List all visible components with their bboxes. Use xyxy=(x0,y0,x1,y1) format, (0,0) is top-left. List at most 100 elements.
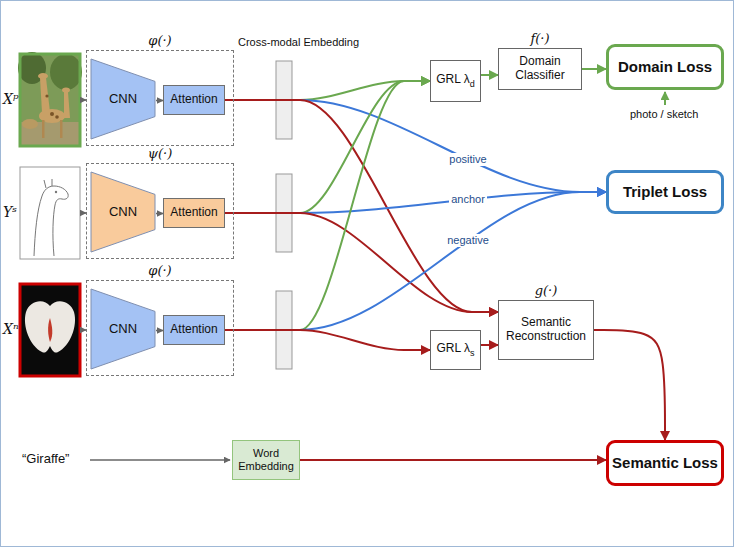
giraffe-leg xyxy=(42,120,45,138)
connector-arrow xyxy=(481,344,498,346)
object-detail xyxy=(48,318,52,342)
object-shape xyxy=(25,301,75,352)
loss-box: Domain Loss xyxy=(606,44,724,90)
box-text: CNN xyxy=(109,92,137,107)
sketch-giraffe-outline xyxy=(34,186,68,256)
box-text: Semantic Loss xyxy=(612,454,718,471)
input-symbol: Xⁿ xyxy=(3,321,19,337)
box-text: Attention xyxy=(170,206,217,220)
encoder-group: CNNAttentionψ(·) xyxy=(86,163,234,259)
giraffe-spot xyxy=(45,94,48,97)
grl-box: GRL λd xyxy=(430,60,481,102)
grl-box: GRL λs xyxy=(430,330,481,370)
edge-label: positive xyxy=(447,153,488,166)
sketch-giraffe-horns xyxy=(44,179,52,188)
box-label: CNN xyxy=(109,321,137,336)
internal-arrow xyxy=(156,213,163,215)
connector-arrow xyxy=(225,330,430,350)
photo-background xyxy=(20,284,80,376)
sketch-frame xyxy=(20,167,80,259)
cnn-trapezoid: CNN xyxy=(91,59,155,139)
connector-arrow xyxy=(225,81,430,100)
edge-label: negative xyxy=(445,234,491,247)
box-label: Domain Loss xyxy=(618,58,712,75)
trapezoid-outline xyxy=(91,289,155,369)
giraffe-spot xyxy=(50,112,54,116)
loss-box: Semantic Loss xyxy=(606,440,724,486)
function-label: ψ(·) xyxy=(57,146,263,161)
giraffe-leg xyxy=(60,120,63,138)
box-text: Attention xyxy=(170,323,217,337)
photo-border xyxy=(20,284,80,376)
box-text: Word Embedding xyxy=(236,447,296,472)
input-arrow xyxy=(90,459,230,461)
cnn-trapezoid: CNN xyxy=(91,172,155,252)
box-text: Semantic Reconstruction xyxy=(502,316,590,344)
classifier-box: f(·)Domain Classifier xyxy=(498,48,582,90)
input-symbol: Yˢ xyxy=(3,204,17,220)
connector-arrow xyxy=(225,81,430,330)
connector-arrow xyxy=(225,100,498,312)
box-text: Triplet Loss xyxy=(623,183,707,200)
box-label: Attention xyxy=(170,205,217,219)
box-label: Attention xyxy=(170,92,217,106)
subscript: s xyxy=(470,348,475,358)
box-label: CNN xyxy=(109,204,137,219)
giraffe-spot xyxy=(55,115,59,119)
reconstruction-box: g(·)Semantic Reconstruction xyxy=(498,300,594,360)
encoder-group: CNNAttentionφ(·) xyxy=(86,50,234,146)
box-text: GRL λd xyxy=(436,73,475,89)
box-text: Domain Loss xyxy=(618,58,712,75)
box-text: GRL λs xyxy=(436,342,474,358)
connector-arrow xyxy=(225,100,606,192)
connector-arrow xyxy=(594,330,665,440)
annotation: photo / sketch xyxy=(630,108,699,120)
function-label: φ(·) xyxy=(57,33,263,48)
encoder-group: CNNAttentionφ(·) xyxy=(86,280,234,376)
internal-arrow xyxy=(156,100,163,102)
box-text: Domain Classifier xyxy=(502,55,578,83)
box-label: Word Embedding xyxy=(238,447,294,472)
giraffe-neck xyxy=(40,78,50,112)
edge-label: anchor xyxy=(449,193,487,206)
connector-arrow xyxy=(300,459,606,461)
photo-border xyxy=(20,54,80,146)
function-label: f(·) xyxy=(469,31,611,46)
attention-box: Attention xyxy=(163,85,225,115)
cnn-trapezoid: CNN xyxy=(91,289,155,369)
giraffe-head xyxy=(38,73,48,79)
box-text: Attention xyxy=(170,93,217,107)
connector-arrow xyxy=(481,74,498,76)
internal-arrow xyxy=(156,330,163,332)
tree-foliage xyxy=(50,54,82,90)
trapezoid-outline xyxy=(91,172,155,252)
box-label: Attention xyxy=(170,322,217,336)
connector-arrow xyxy=(582,68,606,70)
input-symbol: Xᵖ xyxy=(3,91,19,107)
connector-arrow xyxy=(225,81,430,213)
box-label: Domain Classifier xyxy=(515,54,564,82)
subscript: d xyxy=(470,79,475,89)
annotation: Cross-modal Embedding xyxy=(238,36,359,48)
box-label: GRL λ xyxy=(436,72,470,86)
giraffe-body xyxy=(22,119,38,129)
giraffe-neck xyxy=(64,92,70,118)
sketch-giraffe-eye xyxy=(55,191,57,193)
box-label: GRL λ xyxy=(436,341,470,355)
function-label: φ(·) xyxy=(57,263,263,278)
trapezoid-outline xyxy=(91,59,155,139)
connector-arrow xyxy=(225,213,498,312)
box-label: Triplet Loss xyxy=(623,183,707,200)
box-text: CNN xyxy=(109,205,137,220)
loss-box: Triplet Loss xyxy=(606,170,724,214)
embedding-box: Word Embedding xyxy=(232,440,300,480)
box-text: CNN xyxy=(109,322,137,337)
connector-arrow xyxy=(225,192,606,213)
function-label: g(·) xyxy=(469,283,623,298)
giraffe-head xyxy=(62,88,70,93)
box-label: Semantic Loss xyxy=(612,454,718,471)
